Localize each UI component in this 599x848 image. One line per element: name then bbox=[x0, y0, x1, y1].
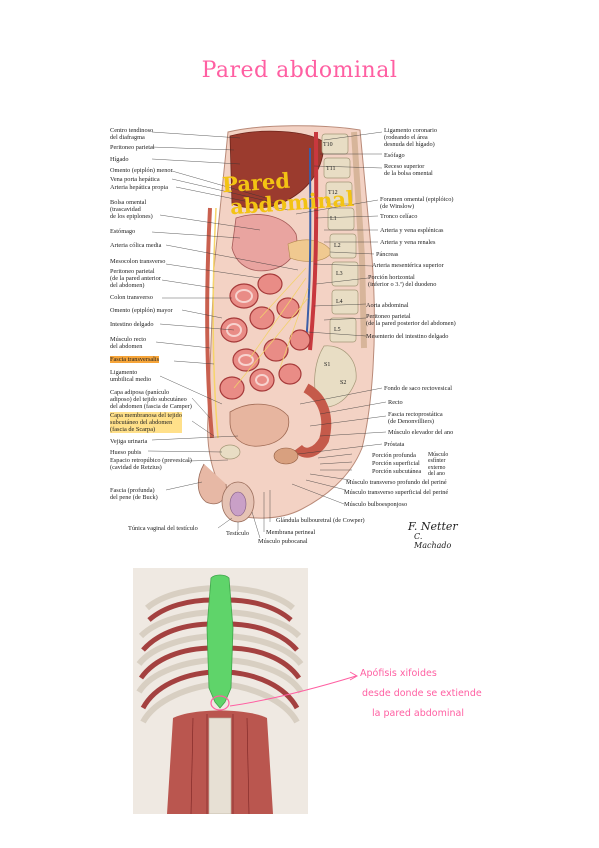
label-left: Peritoneo parietal (de la pared anterior… bbox=[110, 268, 161, 289]
vertebra-label: S2 bbox=[340, 380, 347, 386]
label-left: Hígado bbox=[110, 156, 129, 163]
vertebra-label: S1 bbox=[324, 362, 331, 368]
label-left: Testículo bbox=[226, 530, 249, 537]
label-left: Túnica vaginal del testículo bbox=[128, 525, 198, 532]
vertebra-label: L3 bbox=[336, 271, 343, 277]
thorax-3d-illustration bbox=[133, 568, 308, 815]
sagittal-abdomen-illustration: T10 T11 T12 L1 L2 L3 L4 L5 S1 S2 Pared a… bbox=[110, 118, 462, 550]
label-left: Arteria cólica media bbox=[110, 242, 162, 249]
label-right: Peritoneo parietal (de la pared posterio… bbox=[366, 313, 456, 327]
label-right: Músculo transverso superficial del perin… bbox=[344, 489, 449, 496]
label-right: Porción subcutánea bbox=[372, 468, 422, 475]
page-title: Pared abdominal bbox=[201, 58, 398, 83]
label-left: Omento (epiplón) menor bbox=[110, 167, 173, 174]
label-left: Mesocolon transverso bbox=[110, 258, 166, 265]
label-left: Fascia (profunda) del pene (de Buck) bbox=[110, 487, 158, 501]
label-right: Músculo bulboesponjoso bbox=[344, 501, 408, 508]
label-left: Hueso pubis bbox=[110, 449, 142, 456]
vertebra-label: L1 bbox=[330, 216, 337, 222]
label-right: Músculo transverso profundo del periné bbox=[346, 479, 447, 486]
label-right: Porción profunda bbox=[372, 452, 416, 459]
label-left: Colon transverso bbox=[110, 294, 153, 301]
thorax-drawing bbox=[133, 568, 308, 815]
artist-signature: F. Netter bbox=[408, 520, 458, 533]
handwritten-note-line: desde donde se extiende bbox=[362, 688, 482, 699]
label-right: Glándula bulbouretral (de Cowper) bbox=[276, 517, 365, 524]
vertebra-label: L5 bbox=[334, 327, 341, 333]
label-right: Arteria y vena renales bbox=[380, 239, 436, 246]
label-right: Próstata bbox=[384, 441, 405, 448]
label-right: Páncreas bbox=[376, 251, 399, 258]
label-right: Porción superficial bbox=[372, 460, 420, 467]
label-left: Omento (epiplón) mayor bbox=[110, 307, 173, 314]
label-left-highlighted: Capa adiposa (panículo adiposo) del teji… bbox=[110, 389, 192, 410]
illustration-drawing bbox=[147, 125, 387, 539]
label-right: Fascia rectoprostática (de Denonvilliers… bbox=[388, 411, 443, 425]
label-right: Ligamento coronario (rodeando el área de… bbox=[384, 127, 437, 148]
label-left: Peritoneo parietal bbox=[110, 144, 155, 151]
label-left: Centro tendinoso del diafragma bbox=[110, 127, 154, 141]
label-right: Foramen omental (epiplóico) (de Winslow) bbox=[380, 196, 454, 210]
label-right: Aorta abdominal bbox=[366, 302, 409, 309]
label-right: Tronco celíaco bbox=[380, 213, 418, 220]
label-left: Intestino delgado bbox=[110, 321, 154, 328]
label-right: Esófago bbox=[384, 152, 405, 159]
label-right: Recto bbox=[388, 399, 403, 406]
label-left: Estómago bbox=[110, 228, 136, 235]
label-right: Porción horizontal (inferior o 3.ª) del … bbox=[368, 274, 437, 288]
label-left: Vejiga urinaria bbox=[110, 438, 148, 445]
artist-signature-2: C. Machado bbox=[414, 532, 452, 550]
label-right: Fondo de saco rectovesical bbox=[384, 385, 453, 392]
label-right: Receso superior de la bolsa omental bbox=[384, 163, 433, 177]
label-left: Arteria hepática propia bbox=[110, 184, 169, 191]
vertebra-label: T11 bbox=[326, 166, 336, 172]
vertebra-label: T12 bbox=[328, 190, 338, 196]
label-left: Espacio retropúbico (prevesical) (cavida… bbox=[110, 457, 192, 471]
label-left: Vena porta hepática bbox=[110, 176, 160, 183]
label-right: Músculo elevador del ano bbox=[388, 429, 454, 436]
label-left: Músculo pubocanal bbox=[258, 538, 308, 545]
vertebra-label: L4 bbox=[336, 299, 343, 305]
label-right: Arteria y vena esplénicas bbox=[380, 227, 444, 234]
vertebra-label: L2 bbox=[334, 243, 341, 249]
label-right: Membrana perineal bbox=[266, 529, 316, 536]
label-left: Músculo recto del abdomen bbox=[110, 336, 147, 350]
label-left-highlighted: Capa membranosa del tejido subcutáneo de… bbox=[110, 412, 182, 433]
label-right: Mesenterio del intestino delgado bbox=[366, 333, 449, 340]
handwritten-note-line: la pared abdominal bbox=[372, 708, 464, 719]
label-right: Arteria mesentérica superior bbox=[372, 262, 444, 269]
label-left-highlighted: Fascia transversalis bbox=[110, 356, 160, 363]
label-right-group: Músculo esfínter externo del ano bbox=[428, 452, 449, 478]
label-left: Ligamento umbilical medio bbox=[110, 369, 152, 383]
vertebra-label: T10 bbox=[323, 142, 333, 148]
handwritten-note-line: Apófisis xifoides bbox=[360, 668, 437, 679]
label-left: Bolsa omental (trascavidad de los epiplo… bbox=[110, 199, 153, 220]
